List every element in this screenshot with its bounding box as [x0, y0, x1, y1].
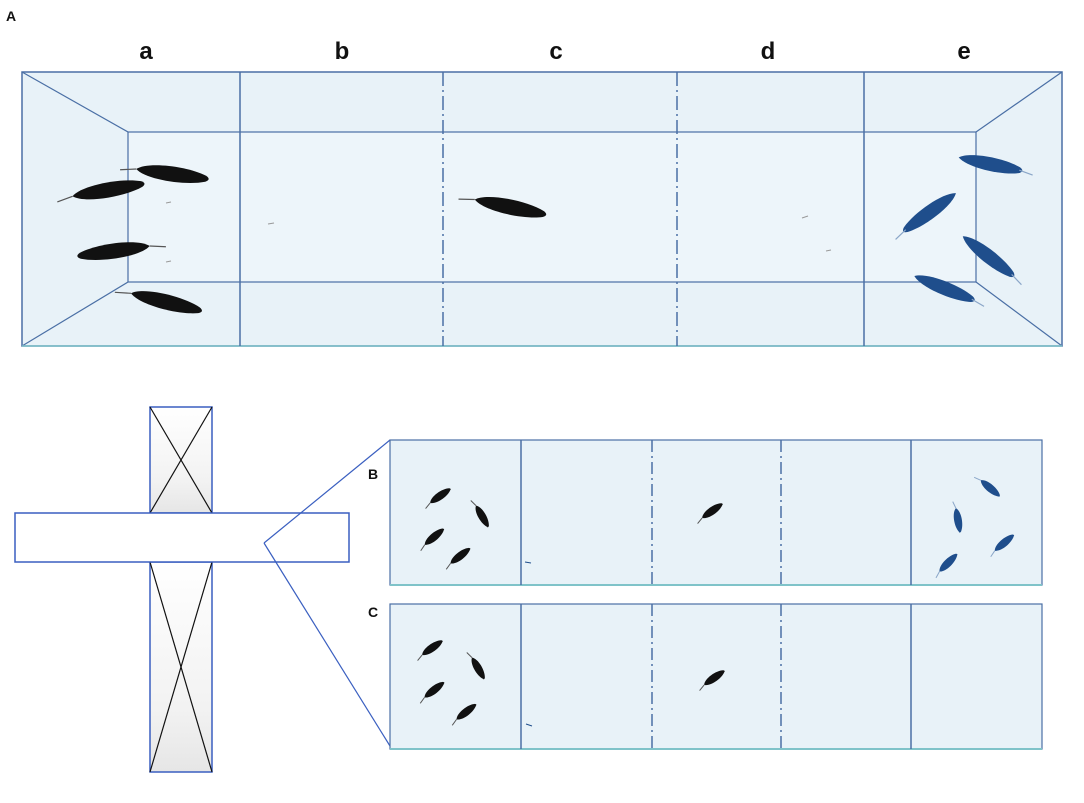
arm-view-b	[389, 439, 1043, 586]
plus-maze	[14, 406, 350, 773]
zone-label-e: e	[957, 38, 971, 65]
tank-fish	[54, 150, 1036, 319]
zone-label-a: a	[139, 38, 153, 65]
zoom-lines	[263, 439, 391, 747]
panel-label-b: B	[368, 466, 379, 482]
arm-view-c	[389, 603, 1043, 750]
tank-3d	[21, 71, 1063, 347]
panel-label-a: A	[6, 8, 17, 24]
zone-label-d: d	[760, 38, 776, 65]
panel-label-c: C	[368, 604, 379, 620]
zone-label-c: c	[549, 38, 563, 65]
zone-label-b: b	[334, 38, 350, 65]
